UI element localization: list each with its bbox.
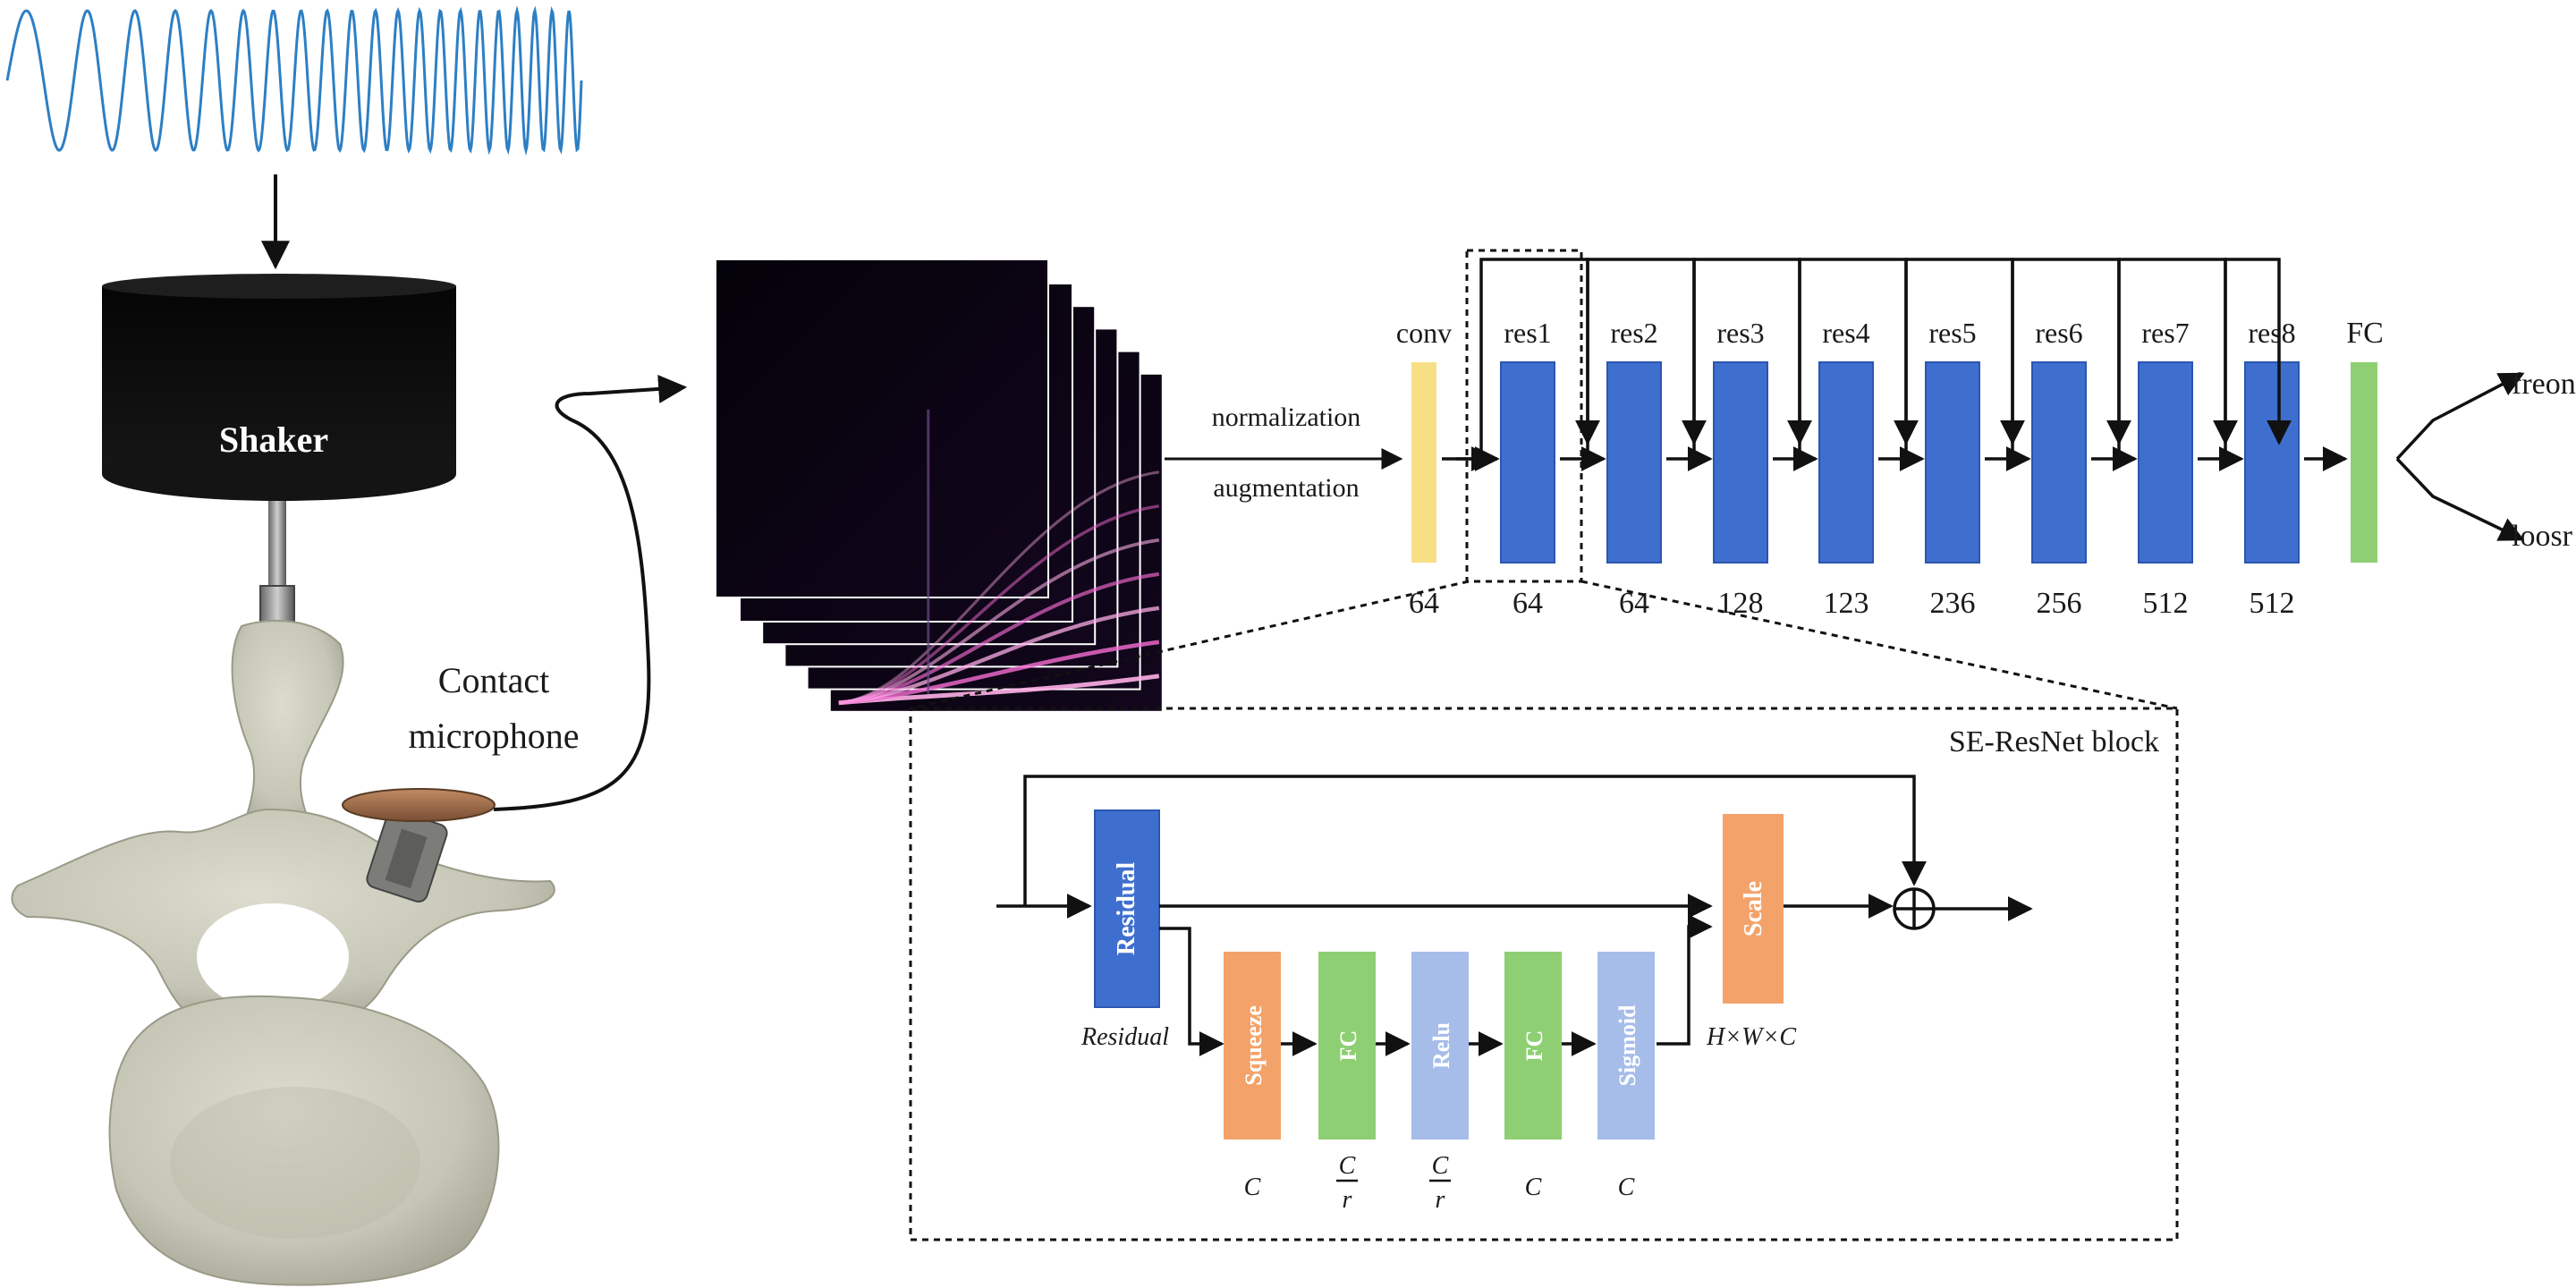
res-bar [2031,361,2087,564]
backbone-block-res1: res1 64 [1500,317,1606,620]
se-chain-box [1504,952,1562,1140]
se-chain-box-label: Sigmoid [1614,1004,1640,1087]
se-chain-box-label: Squeeze [1241,1005,1267,1086]
se-hwc-label: H×W×C [1706,1023,1796,1051]
fc-head-bar [2351,362,2377,563]
backbone-block-res8: res8 512 [2244,317,2348,620]
output-label-bottom: loosr [2512,520,2573,553]
mic-label-line2: microphone [408,716,579,756]
spectrogram-frame [715,258,1049,598]
se-chain-box [1597,952,1655,1140]
normalization-label: normalization [1212,402,1361,432]
se-chain-fc-3: FC C [1504,952,1597,1201]
se-dim-label: C [1525,1174,1542,1201]
block-label: res4 [1822,317,1869,349]
se-scale-box-label: Scale [1740,881,1767,936]
block-label: res7 [2141,317,2189,349]
se-sum-node [1893,887,1936,930]
backbone-block-res4: res4 123 [1818,317,1925,620]
shaker-rod [259,501,295,630]
network-backbone: conv64res164res264res3128res4123res5236r… [1396,249,2348,620]
channel-count: 64 [1409,587,1439,620]
backbone-block-res2: res2 64 [1606,317,1713,620]
sine-wave-signal [5,5,583,156]
se-chain-box-label: FC [1521,1030,1547,1062]
se-residual-caption: Residual [1080,1023,1169,1051]
spectrogram-stack [715,258,1164,713]
se-dim-denominator: r [1343,1186,1352,1214]
res1-highlight-box [1465,249,1583,583]
spectrogram-harmonics [838,409,1160,706]
contact-microphone [342,788,496,903]
channel-count: 236 [1930,587,1976,620]
backbone-block-res6: res6 256 [2031,317,2138,620]
backbone-block-res5: res5 236 [1925,317,2031,620]
fc-head-label: FC [2346,317,2384,350]
se-dim-label: C [1244,1174,1261,1201]
se-chain-box [1224,952,1281,1140]
channel-count: 512 [2143,587,2189,620]
se-branch-up [1657,914,1713,1046]
skip-connection [2224,258,2292,459]
se-block-title: SE-ResNet block [1949,725,2159,758]
backbone-block-res3: res3 128 [1713,317,1818,620]
se-residual-box [1094,809,1160,1008]
block-label: res6 [2035,317,2082,349]
res-bar [2138,361,2193,564]
res-bar [1818,361,1874,564]
augmentation-label: augmentation [1213,473,1359,503]
shaker-device: Shaker [102,274,456,501]
se-chain-box [1411,952,1469,1140]
block-label: res8 [2248,317,2295,349]
block-label: conv [1396,317,1452,349]
res-bar [2244,361,2300,564]
se-dim-label: C [1618,1174,1635,1201]
se-branch-down [1159,927,1224,1056]
channel-count: 128 [1718,587,1764,620]
res-bar [1500,361,1555,564]
se-dim-numerator: C [1339,1152,1356,1180]
channel-count: 512 [2250,587,2295,620]
block-label: res3 [1716,317,1764,349]
backbone-block-res7: res7 512 [2138,317,2244,620]
se-residual-box-label: Residual [1113,862,1140,955]
res-bar [1606,361,1662,564]
mic-cable-arrow [493,374,688,811]
output-branch-bottom [2395,457,2525,541]
channel-count: 123 [1824,587,1869,620]
backbone-block-conv: conv 64 [1396,317,1500,620]
output-label-top: freon [2512,368,2576,401]
se-dim-numerator: C [1432,1152,1449,1180]
channel-count: 256 [2037,587,2082,620]
se-chain-box-label: FC [1335,1030,1361,1062]
mic-label-line1: Contact [438,660,549,700]
block-label: res2 [1610,317,1657,349]
channel-count: 64 [1619,587,1649,620]
block-label: res5 [1928,317,1976,349]
se-skip-connection [1023,775,1927,906]
se-dim-denominator: r [1436,1186,1445,1214]
se-resnet-block-panel: SE-ResNet block Residual Residual Squeez… [909,707,2179,1241]
conv-bar [1411,362,1436,563]
se-chain-box-label: Relu [1428,1022,1454,1069]
se-scale-box [1723,814,1784,1004]
zoom-line-left [910,580,1470,710]
se-chain-fc-1: FC Cr [1318,952,1411,1214]
shaker-label: Shaker [219,419,328,460]
se-chain-box [1318,952,1376,1140]
output-branch-top [2395,372,2525,461]
zoom-line-right [1580,580,2178,710]
res-bar [1713,361,1768,564]
channel-count: 64 [1513,587,1543,620]
block-label: res1 [1504,317,1551,349]
res-bar [1925,361,1980,564]
